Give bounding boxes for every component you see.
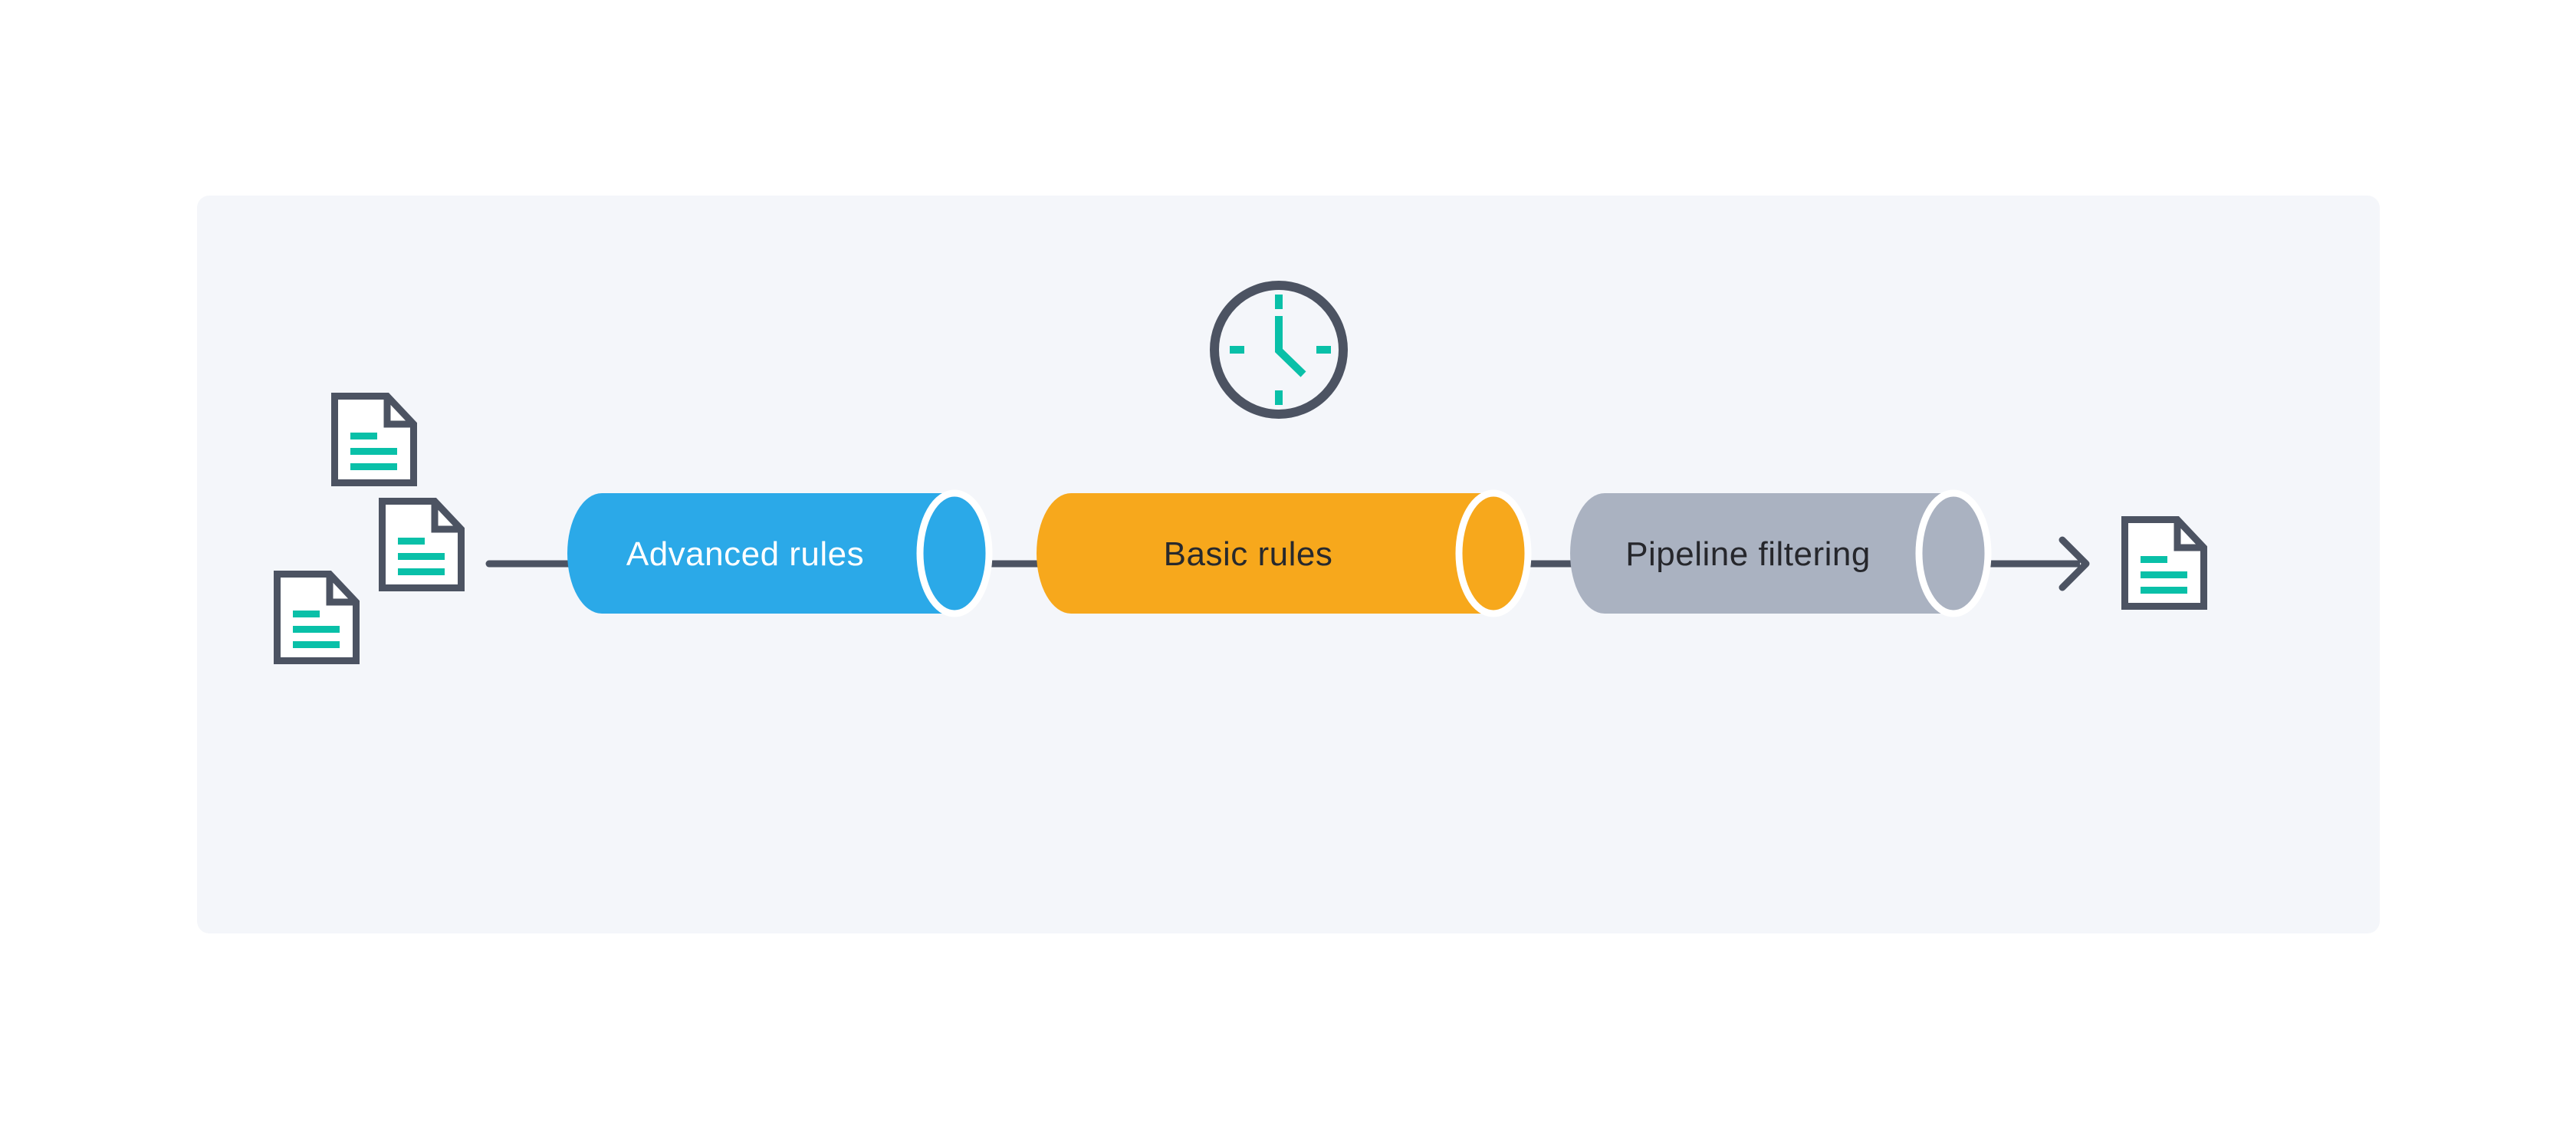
document-icon — [335, 397, 414, 483]
stage-cap — [1455, 489, 1532, 617]
document-icon — [2125, 520, 2204, 607]
stage-pipeline-filtering: Pipeline filtering — [1570, 489, 1992, 617]
input-documents — [278, 397, 462, 661]
clock-ticks — [1230, 295, 1331, 405]
stage-body — [567, 493, 955, 614]
stage-advanced-rules: Advanced rules — [567, 489, 993, 617]
stage-cap — [916, 489, 993, 617]
stage-label: Basic rules — [1164, 535, 1333, 573]
output-documents — [2125, 520, 2204, 607]
stage-label: Advanced rules — [626, 535, 864, 573]
stage-body — [1570, 493, 1953, 614]
stage-body — [1037, 493, 1493, 614]
clock-icon — [1210, 281, 1348, 419]
document-icon — [383, 502, 462, 588]
stage-basic-rules: Basic rules — [1037, 489, 1532, 617]
stage-cap — [1915, 489, 1992, 617]
clock-ring — [1210, 281, 1348, 419]
clock-hands — [1275, 316, 1306, 377]
document-icon — [278, 574, 356, 661]
stage-label: Pipeline filtering — [1625, 535, 1871, 573]
arrow-right-icon — [2058, 536, 2090, 591]
